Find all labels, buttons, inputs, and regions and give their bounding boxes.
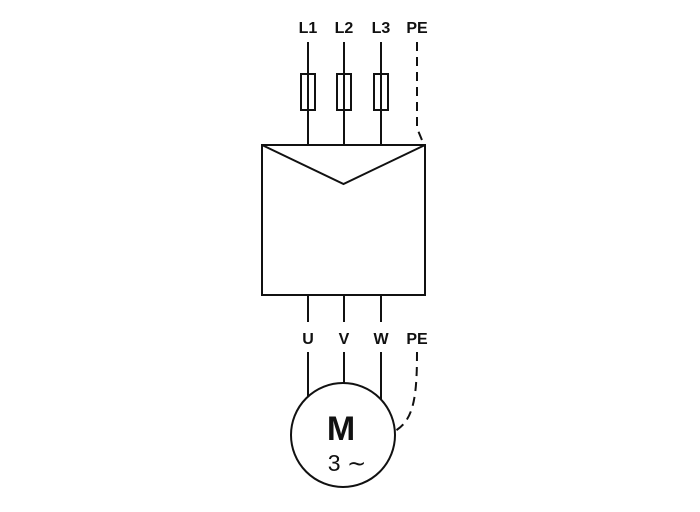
terminal-label-v: V: [339, 331, 350, 348]
terminal-label-u: U: [302, 331, 314, 348]
pe-wire-bottom: [394, 351, 418, 432]
control-box-notch: [261, 144, 426, 186]
pe-wire-top: [416, 42, 425, 146]
motor-circle: [290, 382, 396, 488]
fuse-l2: [336, 73, 352, 111]
terminal-label-w: W: [373, 331, 389, 348]
motor-designation: M: [327, 410, 355, 448]
terminal-label-pe-bottom: PE: [406, 331, 428, 348]
control-box: [261, 144, 426, 296]
terminal-label-l2: L2: [335, 20, 354, 37]
fuse-l3: [373, 73, 389, 111]
terminal-label-l3: L3: [372, 20, 391, 37]
motor-phase-label: 3 ∼: [328, 450, 366, 476]
fuse-l1: [300, 73, 316, 111]
terminal-label-pe-top: PE: [406, 20, 428, 37]
terminal-label-l1: L1: [299, 20, 318, 37]
